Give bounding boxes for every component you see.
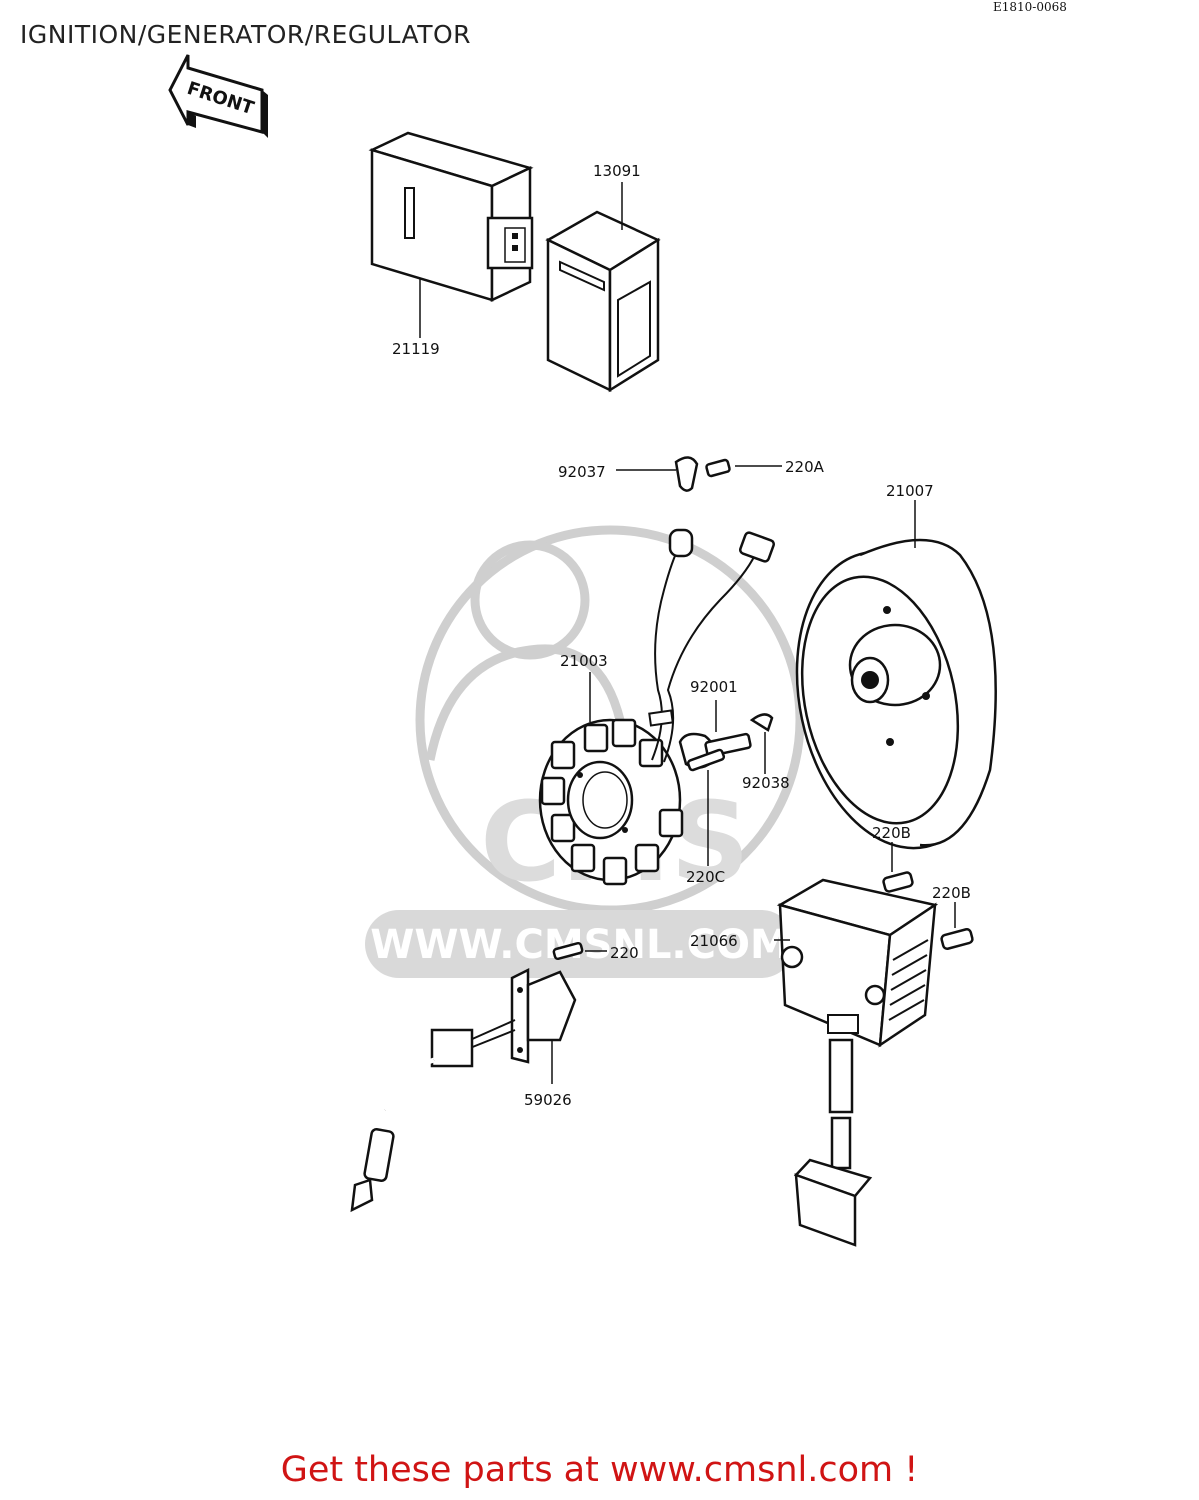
part-21066-regulator [774,878,939,1247]
footer-promo: Get these parts at www.cmsnl.com ! [280,1450,919,1490]
part-220-screw [552,941,607,961]
label-220B-top: 220B [872,824,911,842]
label-92037: 92037 [558,463,606,481]
part-59026-pickup-coil [350,967,577,1213]
label-21066: 21066 [690,932,738,950]
part-21003-stator [538,528,775,886]
label-59026: 59026 [524,1091,572,1109]
exploded-parts-diagram: CMS WWW.CMSNL.COM FRONT 21119 13091 [168,54,997,1247]
part-220B-bolt-top [882,842,914,893]
label-21003: 21003 [560,652,608,670]
label-220B-right: 220B [932,884,971,902]
part-220B-bolt-right [940,902,974,950]
part-21007-flywheel [795,500,997,850]
page-title: IGNITION/GENERATOR/REGULATOR [20,20,472,49]
part-92037-clamp [616,456,699,492]
part-21119-cdi-unit [368,131,534,338]
label-220C: 220C [686,868,725,886]
diagram-code: E1810-0068 [993,0,1067,14]
label-21007: 21007 [886,482,934,500]
label-13091: 13091 [593,162,641,180]
label-220: 220 [610,944,639,962]
label-92038: 92038 [742,774,790,792]
label-92001: 92001 [690,678,738,696]
front-arrow-icon: FRONT [168,54,268,138]
part-220A-bolt [705,458,782,478]
part-92038-key [749,713,774,774]
part-220C-screw [686,748,726,866]
part-13091-cover [545,182,661,393]
label-220A: 220A [785,458,825,476]
label-21119: 21119 [392,340,440,358]
